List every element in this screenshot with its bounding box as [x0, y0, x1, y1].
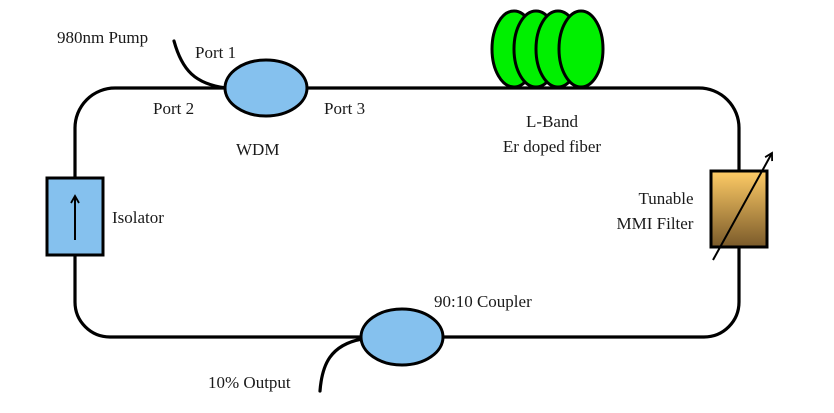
edf-label-line1: L-Band	[526, 112, 578, 131]
edf-coil-loop	[557, 9, 605, 89]
tunable-filter-box	[709, 169, 769, 249]
edf-coil	[490, 9, 605, 89]
pump-fiber	[172, 39, 228, 90]
output-coupler	[359, 307, 445, 367]
filter-label-line2: MMI Filter	[617, 214, 694, 233]
wdm-port2-label: Port 2	[153, 99, 194, 118]
wdm-port3-label: Port 3	[324, 99, 365, 118]
edf-label-line2: Er doped fiber	[503, 137, 602, 156]
isolator-label: Isolator	[112, 208, 164, 227]
wdm-port1-label: Port 1	[195, 43, 236, 62]
output-label: 10% Output	[208, 373, 291, 392]
wdm-coupler	[223, 58, 309, 118]
tunable-arrow-icon	[712, 151, 774, 261]
fiber-ring	[73, 86, 741, 339]
filter-label-line1: Tunable	[638, 189, 693, 208]
output-fiber	[318, 337, 364, 393]
wdm-label: WDM	[236, 140, 279, 159]
pump-label: 980nm Pump	[57, 28, 148, 47]
coupler-label: 90:10 Coupler	[434, 292, 532, 311]
